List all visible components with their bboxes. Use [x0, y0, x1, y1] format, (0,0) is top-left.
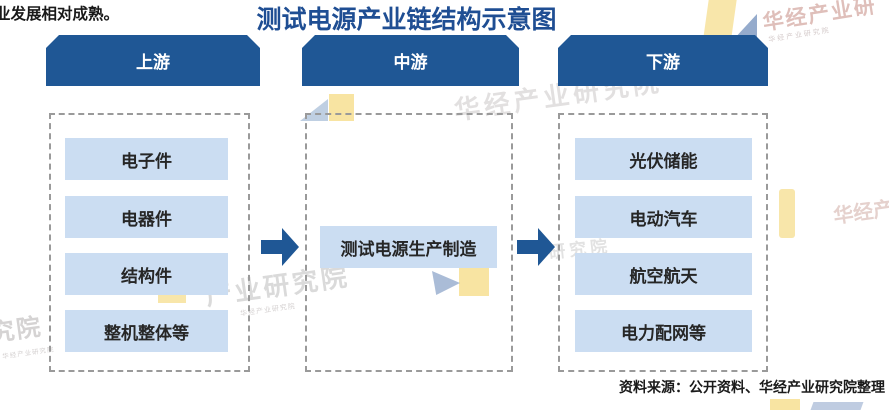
watermark-logo-icon	[779, 189, 795, 238]
downstream-group-box	[558, 113, 768, 372]
downstream-item: 光伏储能	[575, 138, 752, 180]
intro-text: 业发展相对成熟。	[0, 6, 120, 23]
watermark-logo-icon	[770, 399, 800, 410]
downstream-item: 电力配网等	[575, 310, 752, 352]
watermark-text: 华经产业研	[761, 0, 879, 35]
watermark-text: 华经产	[832, 197, 889, 229]
arrow-shaft	[261, 240, 282, 254]
watermark-small-text: 华经产业研究院	[767, 27, 832, 44]
header-downstream: 下游	[558, 35, 768, 86]
arrow-right-icon	[517, 228, 555, 266]
source-note: 资料来源：公开资料、华经产业研究院整理	[619, 379, 885, 395]
upstream-item: 电子件	[65, 138, 228, 180]
arrow-right-icon	[261, 228, 299, 266]
diagram-title: 测试电源产业链结构示意图	[256, 6, 557, 34]
watermark-logo-icon	[810, 402, 864, 410]
watermark-logo-icon	[703, 0, 737, 38]
header-upstream: 上游	[46, 35, 260, 86]
midstream-group-box	[305, 113, 513, 372]
arrow-head	[538, 228, 555, 266]
upstream-item: 整机整体等	[65, 310, 228, 352]
midstream-item: 测试电源生产制造	[320, 226, 497, 268]
upstream-item: 电器件	[65, 196, 228, 238]
upstream-group-box	[49, 113, 250, 372]
upstream-item: 结构件	[65, 253, 228, 295]
downstream-item: 航空航天	[575, 253, 752, 295]
arrow-head	[282, 228, 299, 266]
watermark-small-text: 华经产业研究院	[1, 346, 55, 361]
arrow-shaft	[517, 240, 538, 254]
downstream-item: 电动汽车	[575, 196, 752, 238]
header-midstream: 中游	[302, 35, 519, 86]
watermark-text: 究院	[0, 313, 45, 348]
